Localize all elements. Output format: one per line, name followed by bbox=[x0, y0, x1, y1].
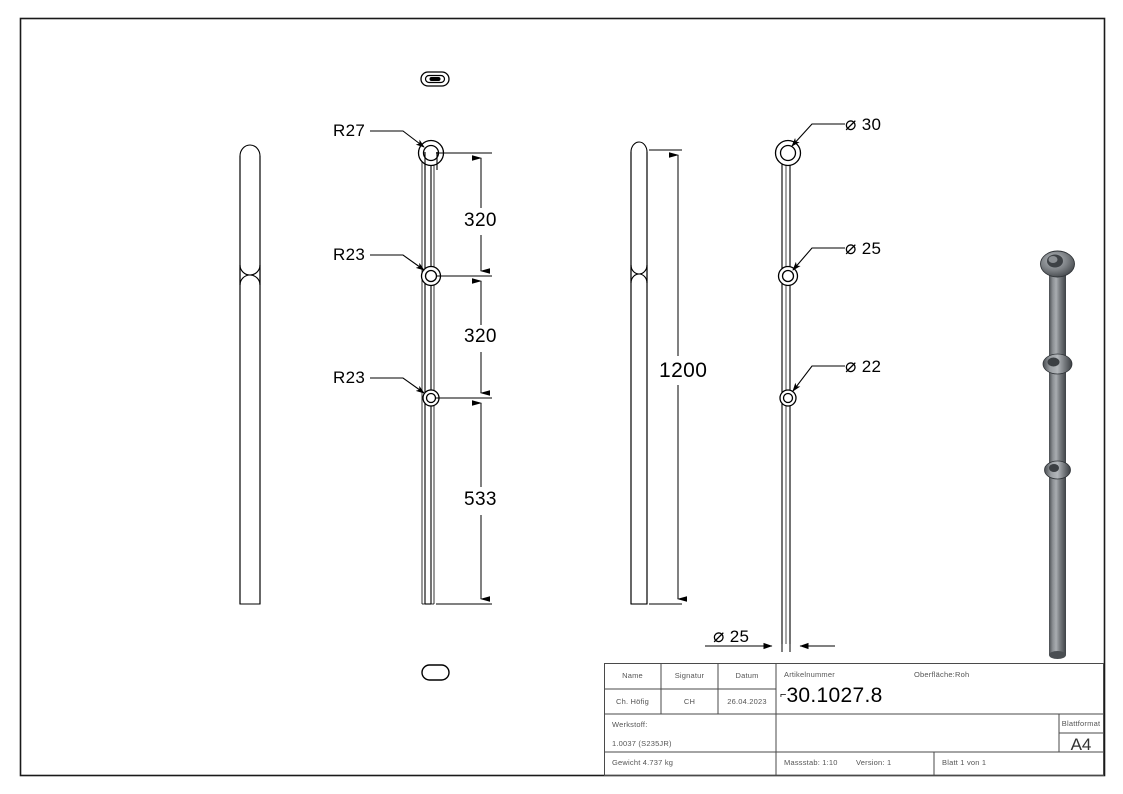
front-view-diameters bbox=[774, 139, 802, 644]
value-signatur: CH bbox=[683, 697, 696, 706]
narrow-side-view bbox=[630, 141, 648, 605]
dimension-line-1200 bbox=[649, 149, 687, 605]
value-werkstoff: 1.0037 (S235JR) bbox=[612, 739, 672, 748]
value-blattformat: A4 bbox=[1070, 735, 1092, 754]
front-view-rings bbox=[417, 139, 445, 605]
artikelnummer-number: 30.1027.8 bbox=[786, 684, 883, 707]
dimension-533: 533 bbox=[464, 489, 497, 510]
value-version: Version: 1 bbox=[856, 758, 892, 767]
diameter-callout-25-bottom: ⌀ 25 bbox=[713, 625, 749, 648]
header-signatur: Signatur bbox=[674, 671, 705, 680]
diameter-bottom-dimension bbox=[705, 624, 835, 652]
radius-leaders bbox=[370, 130, 425, 394]
sheet-frame bbox=[19, 17, 1106, 777]
diameter-value: 25 bbox=[729, 627, 750, 646]
radius-callout-r23-1: R23 bbox=[333, 245, 366, 264]
top-view bbox=[420, 71, 450, 87]
value-datum: 26.04.2023 bbox=[727, 697, 767, 706]
dimension-320-upper: 320 bbox=[464, 210, 497, 231]
radius-callout-r23-2: R23 bbox=[333, 368, 366, 387]
label-werkstoff: Werkstoff: bbox=[612, 720, 648, 729]
diameter-callout-25: ⌀ 25 bbox=[845, 237, 881, 260]
diameter-value: 25 bbox=[861, 239, 882, 258]
radius-callout-r27: R27 bbox=[333, 121, 366, 140]
diameter-symbol: ⌀ bbox=[845, 238, 857, 259]
diameter-symbol: ⌀ bbox=[845, 114, 857, 135]
diameter-value: 22 bbox=[861, 357, 882, 376]
diameter-symbol: ⌀ bbox=[845, 356, 857, 377]
value-gewicht: Gewicht 4.737 kg bbox=[612, 758, 674, 767]
diameter-callout-30: ⌀ 30 bbox=[845, 113, 881, 136]
value-name: Ch. Höfig bbox=[615, 697, 650, 706]
diameter-leaders bbox=[791, 123, 845, 392]
value-oberflaeche: Roh bbox=[955, 670, 970, 679]
dimension-lines-front bbox=[436, 152, 492, 605]
label-oberflaeche: Oberfläche: bbox=[914, 670, 955, 679]
side-view-left bbox=[239, 144, 261, 605]
isometric-view bbox=[1040, 250, 1075, 659]
value-massstab: Massstab: 1:10 bbox=[784, 758, 838, 767]
header-name: Name bbox=[622, 671, 643, 680]
bottom-view bbox=[421, 664, 450, 681]
artikelnummer-prefix: ⌐ bbox=[780, 689, 787, 701]
label-artikelnummer: Artikelnummer bbox=[784, 670, 835, 679]
title-block: Name Signatur Datum Ch. Höfig CH 26.04.2… bbox=[604, 663, 1104, 776]
title-block-grid bbox=[604, 663, 1104, 776]
dimension-1200: 1200 bbox=[659, 359, 708, 382]
diameter-callout-22: ⌀ 22 bbox=[845, 355, 881, 378]
diameter-value: 30 bbox=[861, 115, 882, 134]
diameter-symbol: ⌀ bbox=[713, 626, 725, 647]
value-blatt: Blatt 1 von 1 bbox=[942, 758, 987, 767]
header-datum: Datum bbox=[735, 671, 759, 680]
label-blattformat: Blattformat bbox=[1061, 719, 1101, 728]
value-artikelnummer: ⌐30.1027.8 bbox=[780, 684, 883, 708]
dimension-320-lower: 320 bbox=[464, 326, 497, 347]
